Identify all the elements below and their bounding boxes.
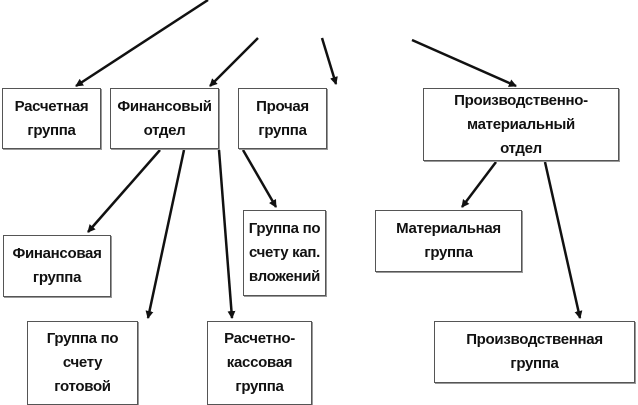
arrow-to-raschetnaya (75, 0, 209, 88)
node-prochaya-gruppa: Прочая группа (238, 88, 327, 149)
node-gotovoy: Группа по счету готовой (27, 321, 138, 405)
node-proizvodstvennaya: Производственная группа (434, 321, 635, 383)
node-materialnaya-gruppa: Материальная группа (375, 210, 522, 272)
arrow-to-kap-vlozheniya (241, 149, 278, 208)
node-kap-vlozheniya: Группа по счету кап. вложений (243, 210, 326, 296)
node-rasch-kassovaya: Расчетно- кассовая группа (207, 321, 312, 405)
node-raschetnaya-gruppa: Расчетная группа (2, 88, 101, 149)
node-finansovaya-gruppa: Финансовая группа (3, 235, 111, 297)
arrow-to-proizv-mat-otdel (411, 38, 517, 88)
arrow-to-materialnaya (461, 161, 497, 208)
node-finansovy-otdel: Финансовый отдел (110, 88, 219, 149)
arrow-to-gotovoy (145, 149, 186, 319)
arrow-to-finansovy-otdel (209, 37, 259, 87)
arrow-to-proizvodstvennaya (543, 161, 583, 319)
arrow-to-finansovaya-gruppa (87, 149, 161, 233)
node-proizv-mat-otdel: Производственно- материальный отдел (423, 88, 619, 161)
arrow-to-prochaya (320, 37, 338, 85)
arrow-to-rasch-kassovaya (217, 149, 236, 319)
